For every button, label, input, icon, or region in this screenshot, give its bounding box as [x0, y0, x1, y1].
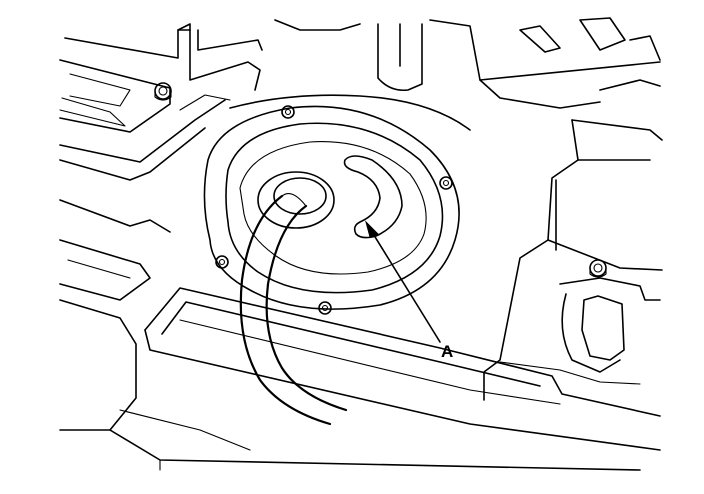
fuel-pump-access-plate [203, 105, 460, 310]
floor-bracket-right [483, 119, 663, 401]
callout-leader-a [365, 220, 441, 343]
bolt-upper-left [154, 82, 172, 101]
callout-label-a: A [441, 342, 454, 361]
floor-cutout-top [229, 19, 601, 131]
sender-slot [343, 155, 403, 239]
bolt-right [589, 259, 607, 278]
plate-bolts [215, 105, 453, 315]
floor-rails [59, 199, 661, 471]
wiring-harness [239, 171, 348, 426]
floor-bracket-left [59, 23, 263, 181]
floor-ribs-right [479, 17, 661, 91]
